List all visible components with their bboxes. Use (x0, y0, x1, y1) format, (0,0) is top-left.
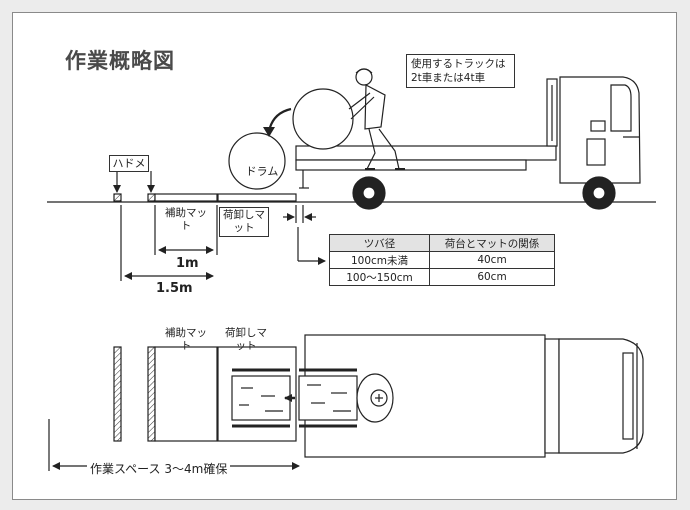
drum-top-on-truck (298, 368, 358, 428)
table-row: 100〜150cm 60cm (329, 268, 555, 286)
hadome-top-2 (147, 346, 156, 442)
hadome-label: ハドメ (109, 155, 149, 172)
truck-note: 使用するトラックは2t車または4t車 (406, 54, 515, 88)
aux-mat-label-side: 補助マット (165, 207, 207, 232)
drum-label: ドラム (245, 165, 279, 178)
truck-side (295, 76, 641, 210)
hadome-chock-1 (113, 193, 122, 202)
diagram-frame: 作業概略図 使用するトラックは2t車または4t車 ハドメ ドラム 補助マット 荷… (12, 12, 677, 500)
table-row: 100cm未満 40cm (329, 251, 555, 269)
dim-1-5m: 1.5m (156, 281, 193, 296)
page-title: 作業概略図 (65, 49, 175, 73)
drum-side-ground (228, 132, 286, 190)
drum-top-on-mat (231, 368, 291, 428)
unload-mat-label-side: 荷卸しマット (219, 207, 269, 237)
worker-side (348, 68, 405, 170)
table-header-row: ツバ径 荷台とマットの関係 (329, 234, 555, 252)
unload-mat-side (217, 193, 297, 202)
table-cell: 100〜150cm (329, 268, 430, 286)
hadome-top-1 (113, 346, 122, 442)
table-cell: 60cm (429, 268, 555, 286)
unload-mat-label-top: 荷卸しマット (225, 327, 267, 352)
table-header-cell: 荷台とマットの関係 (429, 234, 555, 252)
aux-mat-top (154, 346, 218, 442)
worker-top (356, 373, 394, 423)
aux-mat-side (154, 193, 218, 202)
work-space-label: 作業スペース 3〜4m確保 (87, 460, 231, 477)
table-cell: 100cm未満 (329, 251, 430, 269)
table-header-cell: ツバ径 (329, 234, 430, 252)
hadome-chock-2 (147, 193, 156, 202)
table-cell: 40cm (429, 251, 555, 269)
dim-1m: 1m (176, 256, 199, 271)
work-diagram-svg (47, 68, 656, 471)
aux-mat-label-top: 補助マット (165, 327, 207, 352)
drum-side-truck (292, 88, 354, 150)
tsuba-table: ツバ径 荷台とマットの関係 100cm未満 40cm 100〜150cm 60c… (329, 234, 555, 286)
